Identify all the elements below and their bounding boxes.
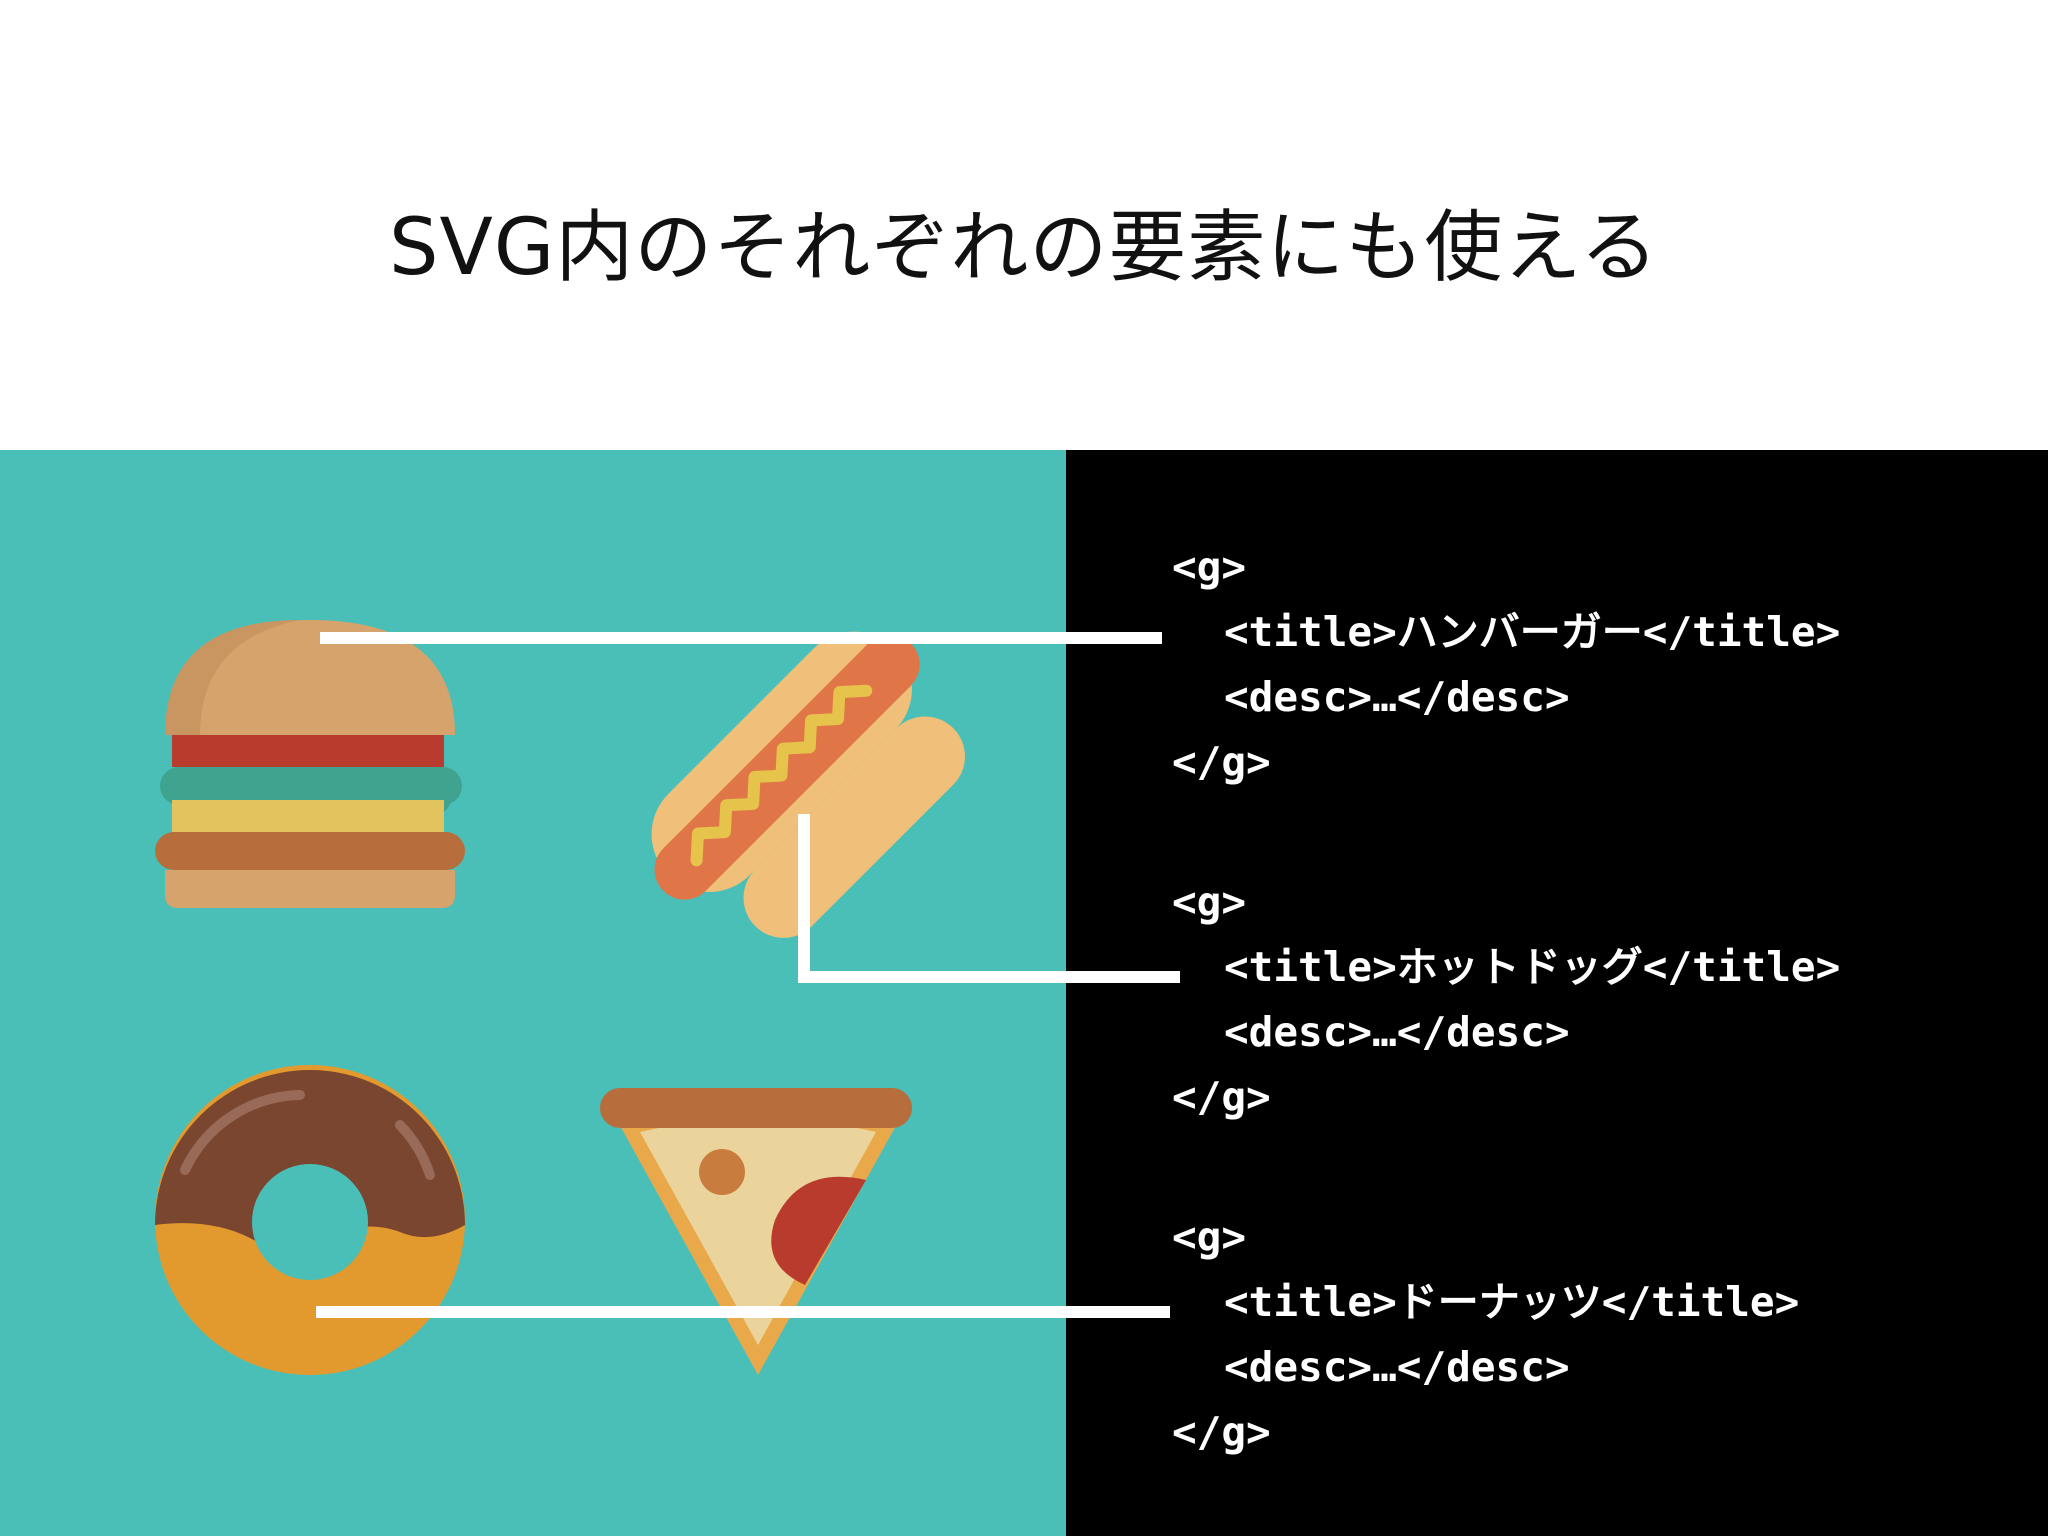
code-line-open: <g> <box>1172 543 1247 591</box>
code-line-title: <title>ドーナッツ</title> <box>1224 1278 1800 1326</box>
code-line-desc: <desc>…</desc> <box>1224 1343 1570 1391</box>
code-line-desc: <desc>…</desc> <box>1224 673 1570 721</box>
code-line-open: <g> <box>1172 878 1247 926</box>
code-line-title: <title>ホットドッグ</title> <box>1224 943 1841 991</box>
code-line-close: </g> <box>1172 1073 1271 1121</box>
code-line-desc: <desc>…</desc> <box>1224 1008 1570 1056</box>
code-panel <box>1066 450 2048 1536</box>
code-line-close: </g> <box>1172 1408 1271 1456</box>
slide-title: SVG内のそれぞれの要素にも使える <box>389 203 1659 293</box>
code-line-open: <g> <box>1172 1213 1247 1261</box>
code-line-close: </g> <box>1172 738 1271 786</box>
food-illustration-panel <box>0 450 1066 1536</box>
code-block-hamburger: <g> <title>ハンバーガー</title> <desc>…</desc> </… <box>1172 535 1840 795</box>
code-block-hotdog: <g> <title>ホットドッグ</title> <desc>…</desc> </… <box>1172 870 1840 1130</box>
code-line-title: <title>ハンバーガー</title> <box>1224 608 1841 656</box>
code-block-donut: <g> <title>ドーナッツ</title> <desc>…</desc> </g… <box>1172 1205 1799 1465</box>
